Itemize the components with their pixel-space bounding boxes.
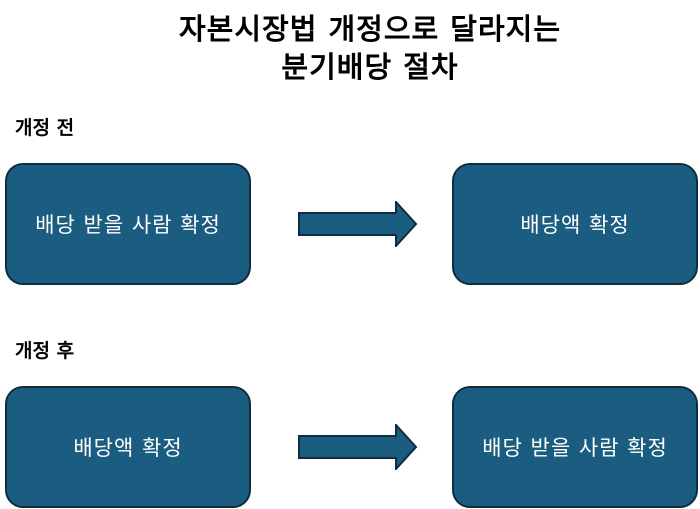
before-step-2-label: 배당액 확정	[520, 213, 630, 237]
after-arrow-icon	[298, 424, 418, 470]
after-step-1-label: 배당액 확정	[73, 436, 183, 460]
title-line-2: 분기배당 절차	[281, 50, 459, 84]
section-label-after: 개정 후	[15, 340, 75, 362]
before-step-1-box: 배당 받을 사람 확정	[5, 163, 251, 285]
after-step-2-box: 배당 받을 사람 확정	[452, 386, 698, 508]
after-step-2-label: 배당 받을 사람 확정	[482, 436, 668, 460]
after-step-1-box: 배당액 확정	[5, 386, 251, 508]
before-step-2-box: 배당액 확정	[452, 163, 698, 285]
before-arrow-icon	[298, 201, 418, 247]
diagram-title: 자본시장법 개정으로 달라지는 분기배당 절차	[0, 10, 700, 86]
section-label-before: 개정 전	[15, 117, 75, 139]
title-line-1: 자본시장법 개정으로 달라지는	[178, 12, 562, 46]
before-step-1-label: 배당 받을 사람 확정	[35, 213, 221, 237]
